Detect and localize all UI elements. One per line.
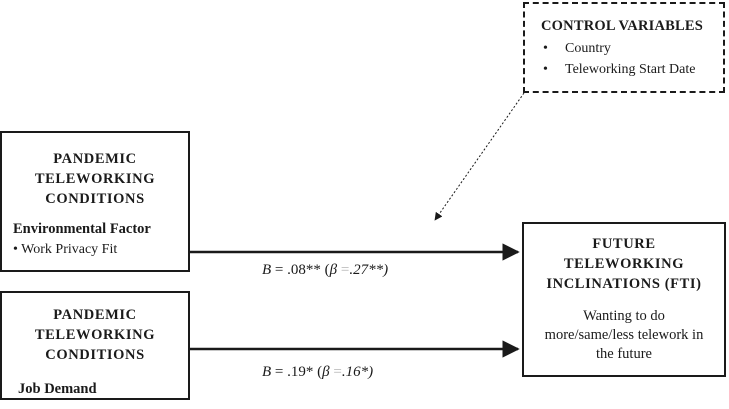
control-variables-list: • Country • Teleworking Start Date (541, 38, 713, 80)
beta-symbol: β (329, 262, 338, 278)
beta-equals: = (337, 262, 350, 278)
control-variables-box: CONTROL VARIABLES • Country • Teleworking … (523, 2, 725, 93)
title-line: PANDEMIC (53, 307, 137, 323)
title-line: TELEWORKING (34, 327, 156, 343)
predictor-box-job-demand: PANDEMIC TELEWORKING CONDITIONS Job Dema… (0, 291, 190, 400)
list-item: • Country (541, 38, 713, 59)
b-symbol: B (262, 364, 272, 380)
predictor-title: PANDEMIC TELEWORKING CONDITIONS (2, 149, 188, 209)
description-line: the future (596, 346, 652, 362)
description-line: Wanting to do (583, 308, 665, 324)
title-line: CONDITIONS (45, 347, 145, 363)
list-item: • Teleworking Start Date (541, 59, 713, 80)
title-line: INCLINATIONS (FTI) (546, 276, 702, 292)
bullet-icon: • (543, 62, 548, 77)
predictor-title: PANDEMIC TELEWORKING CONDITIONS (2, 305, 188, 365)
beta-value: .27**) (349, 262, 389, 278)
b-value: = .08** ( (271, 262, 330, 278)
factor-label: Job Demand (18, 381, 97, 397)
outcome-title: FUTURE TELEWORKING INCLINATIONS (FTI) (524, 234, 724, 294)
predictor-box-environmental: PANDEMIC TELEWORKING CONDITIONS Environm… (0, 131, 190, 272)
title-line: TELEWORKING (563, 256, 685, 272)
outcome-box-fti: FUTURE TELEWORKING INCLINATIONS (FTI) Wa… (522, 222, 726, 377)
outcome-description: Wanting to do more/same/less telework in… (524, 307, 724, 364)
factor-item: • Work Privacy Fit (13, 242, 118, 257)
coefficient-label-path2: B = .19* (β =.16*) (262, 364, 373, 381)
title-line: FUTURE (592, 236, 656, 252)
b-value: = .19* ( (271, 364, 323, 380)
title-line: TELEWORKING (34, 171, 156, 187)
beta-symbol: β (322, 364, 330, 380)
arrow-control (434, 92, 525, 221)
control-item-label: Teleworking Start Date (565, 62, 696, 77)
beta-value: .16*) (341, 364, 374, 380)
control-item-label: Country (565, 41, 611, 56)
factor-label: Environmental Factor (13, 221, 151, 237)
title-line: CONDITIONS (45, 191, 145, 207)
coefficient-label-path1: B = .08** (β =.27**) (262, 262, 388, 279)
beta-equals: = (329, 364, 342, 380)
control-variables-title: CONTROL VARIABLES (541, 18, 704, 34)
b-symbol: B (262, 262, 272, 278)
bullet-icon: • (543, 41, 548, 56)
title-line: PANDEMIC (53, 151, 137, 167)
description-line: more/same/less telework in (544, 327, 704, 343)
